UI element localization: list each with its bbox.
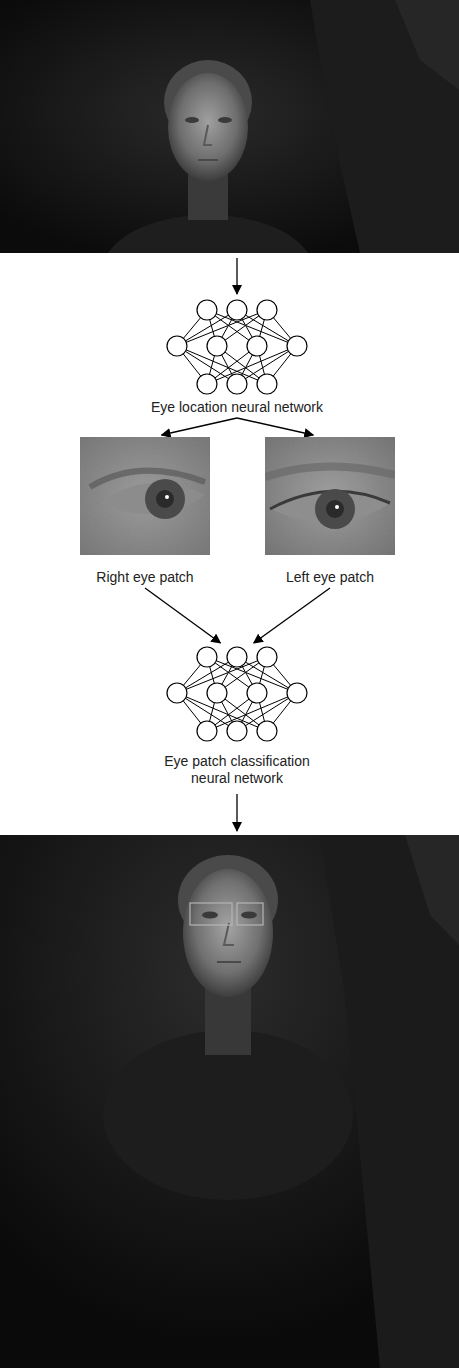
network-node: Eye patch classification neural network xyxy=(152,645,322,787)
network-neuron xyxy=(247,683,267,703)
network-neuron xyxy=(197,721,217,741)
input-photo xyxy=(0,0,459,253)
pupil xyxy=(156,490,174,508)
node-label: Eye location neural network xyxy=(127,399,347,416)
flow-arrow xyxy=(237,418,313,435)
network-neuron xyxy=(227,721,247,741)
network-neuron xyxy=(207,336,227,356)
car-pillar xyxy=(310,0,459,253)
eye xyxy=(241,912,257,919)
skin xyxy=(265,437,395,555)
flow-arrow xyxy=(236,794,237,831)
eye-patch-node: Left eye patch xyxy=(263,437,397,586)
flow-arrow xyxy=(145,588,220,643)
sensor-noise xyxy=(265,437,395,555)
network-neuron xyxy=(167,683,187,703)
photo-background xyxy=(0,835,459,1368)
skin xyxy=(80,437,210,555)
network-neuron xyxy=(197,647,217,667)
glint xyxy=(335,505,339,509)
nose xyxy=(204,125,212,145)
network-node: Eye location neural network xyxy=(127,298,347,416)
neural-network-icon xyxy=(162,298,312,398)
network-neuron xyxy=(257,374,277,394)
network-neuron xyxy=(287,336,307,356)
shoulders xyxy=(103,1030,353,1200)
nose xyxy=(224,923,234,945)
face xyxy=(183,869,273,997)
flow-arrow xyxy=(162,418,237,435)
flow-arrow xyxy=(236,258,237,294)
node-label: Eye patch classification neural network xyxy=(152,753,322,787)
iris xyxy=(145,479,185,519)
network-neuron xyxy=(257,647,277,667)
network-neuron xyxy=(197,300,217,320)
eye-patch-image xyxy=(80,437,210,555)
network-neuron xyxy=(287,683,307,703)
mouth xyxy=(217,961,241,963)
network-neuron xyxy=(207,683,227,703)
face xyxy=(168,73,248,181)
car-window xyxy=(405,835,459,945)
network-neuron xyxy=(257,300,277,320)
eye-patch-node: Right eye patch xyxy=(78,437,212,586)
network-neuron xyxy=(167,336,187,356)
eye xyxy=(185,117,199,123)
network-neuron xyxy=(227,300,247,320)
output-photo xyxy=(0,835,459,1368)
network-neuron xyxy=(227,647,247,667)
iris xyxy=(315,489,355,529)
node-label: Right eye patch xyxy=(78,569,212,586)
eye-patch-image xyxy=(265,437,395,555)
glint xyxy=(165,495,169,499)
network-neuron xyxy=(247,336,267,356)
flow-arrow xyxy=(254,588,330,643)
neural-network-icon xyxy=(162,645,312,745)
network-neuron xyxy=(197,374,217,394)
sensor-noise xyxy=(80,437,210,555)
eyelid xyxy=(265,466,395,477)
eye-bounding-box xyxy=(237,903,263,925)
shoulders xyxy=(103,215,313,253)
car-window xyxy=(395,0,459,90)
node-label: Left eye patch xyxy=(263,569,397,586)
mouth xyxy=(198,159,218,161)
photo-background xyxy=(0,0,459,253)
network-neuron xyxy=(227,374,247,394)
pupil xyxy=(326,500,344,518)
eye xyxy=(202,912,218,919)
eye xyxy=(218,117,232,123)
eye-bounding-box xyxy=(190,903,232,925)
network-neuron xyxy=(257,721,277,741)
